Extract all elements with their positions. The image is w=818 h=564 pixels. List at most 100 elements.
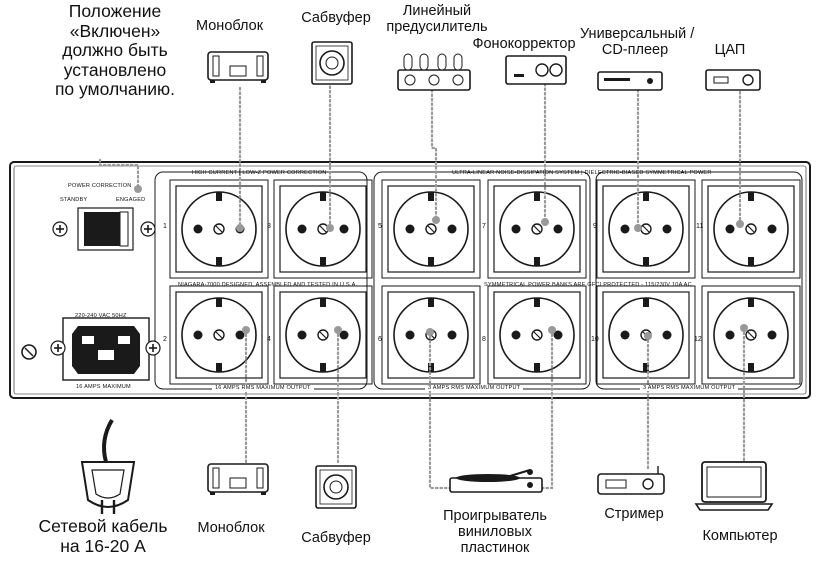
earth-clip (216, 363, 222, 372)
knob (452, 74, 464, 86)
outlet-frame (169, 285, 269, 385)
inlet-max-label: 16 AMPS MAXIMUM (76, 384, 131, 390)
earth-clip (534, 257, 540, 266)
power-outlet (381, 179, 481, 279)
knob (404, 74, 416, 86)
outlet-number: 9 (593, 223, 597, 230)
sub-grille (315, 45, 349, 81)
outlet-frame (487, 285, 587, 385)
outlet-frame (596, 179, 696, 279)
earth-clip (428, 363, 434, 372)
subwoofer-icon (315, 465, 357, 509)
outlet-pin-hole (405, 224, 415, 234)
engaged-label: ENGAGED (116, 197, 146, 203)
outlet-frame (381, 179, 481, 279)
outlet-pin-hole (511, 224, 521, 234)
outlet-number: 6 (378, 336, 382, 343)
screw-slot (319, 225, 327, 233)
earth-clip (216, 192, 222, 201)
outlet-frame (273, 285, 373, 385)
earth-clip (320, 298, 326, 307)
power-switch-highlight (119, 211, 129, 247)
note-line: установлено (63, 59, 167, 80)
outlet-pin-hole (620, 224, 630, 234)
streamer-icon (597, 466, 665, 495)
amplifier-icon (207, 463, 269, 495)
earth-clip (320, 363, 326, 372)
disc-tray (604, 78, 630, 81)
outlet-pin-hole (553, 224, 563, 234)
bank2-title: ULTRA-LINEAR NOISE-DISSIPATION SYSTEM | … (452, 170, 712, 176)
model-note: NIAGARA-7000 DESIGNED, ASSEMBLED AND TES… (178, 282, 358, 288)
outlet-pin-hole (725, 330, 735, 340)
top-label-preamp-2: предусилитель (386, 19, 488, 35)
power-outlet (701, 179, 801, 279)
dac-display (713, 76, 729, 84)
outlet-number: 5 (378, 223, 382, 230)
laptop-base (694, 503, 774, 511)
outlet-number: 12 (694, 336, 702, 343)
outlet-number: 8 (482, 336, 486, 343)
earth-clip (428, 298, 434, 307)
screw-slot (215, 331, 223, 339)
power-outlet (273, 179, 373, 279)
amp-display (229, 477, 247, 489)
earth-clip (216, 298, 222, 307)
vacuum-tube (419, 53, 429, 71)
outlet-frame (596, 285, 696, 385)
bank1-title: HIGH CURRENT | LOW-Z POWER CORRECTION (192, 170, 327, 176)
gfci-note: SYMMETRICAL POWER BANKS ARE GFCI PROTECT… (484, 282, 692, 288)
bank2-output: 3 AMPS RMS MAXIMUM OUTPUT (425, 385, 524, 391)
outlet-pin-hole (235, 330, 245, 340)
earth-clip (534, 363, 540, 372)
connection-dot (134, 185, 142, 193)
power-outlet (169, 285, 269, 385)
earth-clip (748, 363, 754, 372)
turntable-icon (449, 469, 543, 493)
top-label-subwoofer: Сабвуфер (301, 10, 371, 26)
bottom-label-cable-2: на 16-20 А (60, 536, 146, 556)
iec-pin (82, 336, 94, 344)
top-label-preamp-1: Линейный (402, 3, 472, 19)
connection-dot (644, 332, 652, 340)
earth-clip (428, 192, 434, 201)
outlet-number: 11 (696, 223, 704, 230)
power-outlet (487, 285, 587, 385)
outlet-pin-hole (193, 330, 203, 340)
knob (527, 482, 533, 488)
switch-wire (98, 158, 140, 190)
screw-slot (747, 331, 755, 339)
cable-cord (102, 418, 114, 463)
power-outlet (381, 285, 481, 385)
knob (642, 478, 654, 490)
tonearm-pivot (527, 469, 533, 475)
knob (428, 74, 440, 86)
bottom-label-turntable-3: пластинок (460, 540, 530, 556)
inlet-rating-label: 220-240 VAC 50Hz (75, 313, 127, 319)
screw-slot (427, 225, 435, 233)
sub-cone (329, 480, 343, 494)
top-label-dac: ЦАП (714, 42, 746, 58)
sub-driver (323, 474, 349, 500)
earth-clip (534, 298, 540, 307)
cd-button (647, 78, 653, 84)
power-cable-icon (80, 418, 136, 514)
outlet-pin-hole (193, 224, 203, 234)
laptop-icon (694, 461, 774, 511)
outlet-number: 3 (267, 223, 271, 230)
earth-clip (748, 298, 754, 307)
bottom-label-streamer: Стример (604, 506, 664, 522)
amp-foot (261, 80, 266, 83)
top-label-cd-1: Универсальный / (580, 26, 695, 42)
bank1-output: 16 AMPS RMS MAXIMUM OUTPUT (212, 385, 314, 391)
outlet-frame (273, 179, 373, 279)
laptop-display (706, 466, 762, 498)
vacuum-tube (437, 53, 447, 71)
chassis-inner (13, 165, 807, 395)
cd-player-icon (597, 71, 663, 91)
tube-preamp-icon (397, 53, 471, 91)
outlet-pin-hole (297, 224, 307, 234)
outlet-number: 2 (163, 336, 167, 343)
vacuum-tube (453, 53, 463, 71)
